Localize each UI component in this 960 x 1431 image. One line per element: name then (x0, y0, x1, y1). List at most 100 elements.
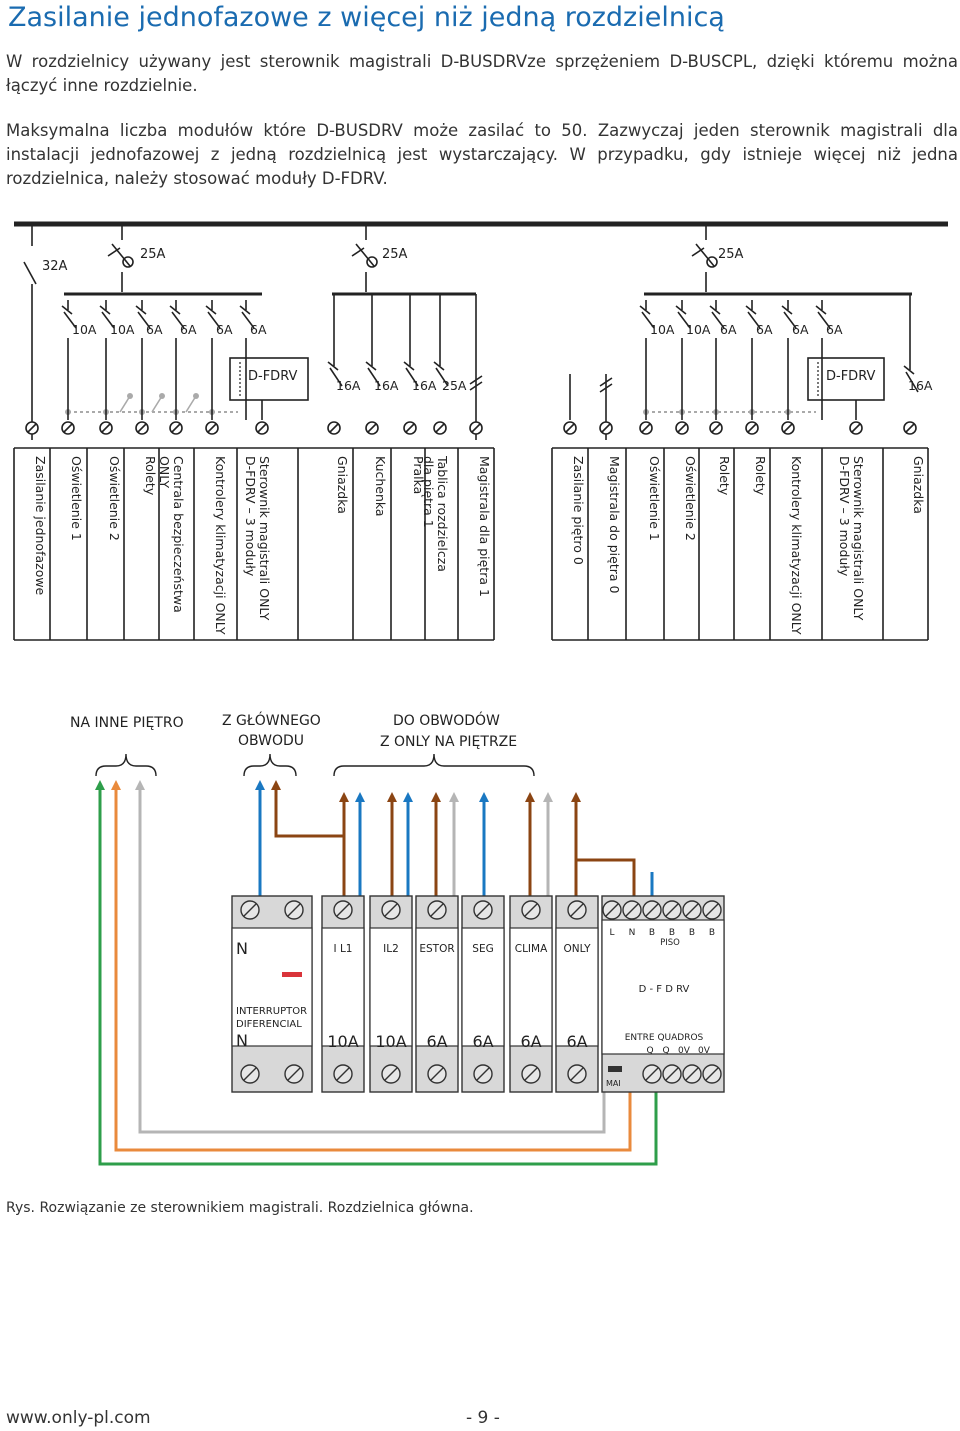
mcb-2: IL2 10A (369, 895, 413, 1093)
label-other-floors: NA INNE PIĘTRO (70, 715, 184, 731)
svg-text:N: N (236, 939, 248, 958)
right-sub-breaker-3: 6A (720, 322, 737, 337)
svg-text:ONLY: ONLY (564, 943, 592, 955)
right-sub-breaker-5: 6A (792, 322, 809, 337)
left-circuit-7: Sterownik magistrali ONLYD-FDRV – 3 modu… (243, 456, 272, 621)
left-terminal-12 (469, 421, 483, 435)
right-terminal-9 (903, 421, 917, 435)
svg-text:IL2: IL2 (383, 943, 399, 955)
svg-text:DIFERENCIAL: DIFERENCIAL (236, 1019, 302, 1030)
left-circuit-12: Magistrala dla piętra 1 (477, 456, 492, 597)
svg-text:6A: 6A (472, 1032, 493, 1051)
panel-devices: N INTERRUPTOR DIFERENCIAL N I L1 10A IL2 10A EST… (95, 780, 725, 1166)
page-number: - 9 - (466, 1408, 500, 1428)
fdrv-L-wire (576, 858, 636, 900)
left-terminal-4 (135, 421, 149, 435)
svg-text:SEG: SEG (472, 943, 493, 955)
svg-text:L: L (609, 928, 614, 938)
svg-text:10A: 10A (327, 1032, 358, 1051)
svg-text:PISO: PISO (660, 938, 680, 948)
right-circuit-3: Oświetlenie 1 (647, 456, 662, 541)
left-circuit-5: Centrala bezpieczeństwaONLY (157, 456, 186, 613)
mid-breaker-3: 16A (412, 378, 437, 393)
svg-text:10A: 10A (375, 1032, 406, 1051)
left-sub-breaker-1: 10A (72, 322, 97, 337)
figure-caption: Rys. Rozwiązanie ze sterownikiem magistr… (6, 1200, 474, 1216)
svg-text:6A: 6A (426, 1032, 447, 1051)
page-title: Zasilanie jednofazowe z więcej niż jedną… (8, 2, 725, 33)
left-circuit-10: Pralka (411, 456, 426, 494)
modules-paragraph: Maksymalna liczba modułów które D-BUSDRV… (6, 121, 958, 188)
svg-text:Q: Q (662, 1046, 669, 1056)
grey-wire (138, 788, 606, 1134)
right-terminal-2 (599, 421, 613, 435)
right-terminal-3 (639, 421, 653, 435)
svg-text:CLIMA: CLIMA (515, 943, 548, 955)
left-terminal-5 (169, 421, 183, 435)
right-circuit-7: Kontrolery klimatyzacji ONLY (789, 456, 804, 635)
svg-text:B: B (689, 928, 695, 938)
mcb-5: CLIMA 6A (509, 895, 553, 1093)
green-wire (98, 788, 658, 1166)
left-circuit-2: Oświetlenie 1 (69, 456, 84, 541)
intro-paragraph: W rozdzielnicy używany jest sterownik ma… (6, 52, 958, 95)
mid-breaker-2: 16A (374, 378, 399, 393)
orange-wire (114, 788, 632, 1152)
right-terminal-8 (849, 421, 863, 435)
right-terminal-6 (745, 421, 759, 435)
svg-text:6A: 6A (566, 1032, 587, 1051)
right-terminal-5 (709, 421, 723, 435)
svg-text:N: N (629, 928, 636, 938)
left-circuit-6: Kontrolery klimatyzacji ONLY (213, 456, 228, 635)
svg-text:0V: 0V (678, 1046, 691, 1056)
right-sub-breaker-4: 6A (756, 322, 773, 337)
footer-url[interactable]: www.only-pl.com (6, 1408, 151, 1428)
svg-text:6A: 6A (520, 1032, 541, 1051)
main-breaker-label: 32A (42, 259, 68, 274)
svg-text:B: B (669, 928, 675, 938)
right-circuit-4: Oświetlenie 2 (683, 456, 698, 541)
main-brown-wire (274, 788, 346, 900)
svg-text:B: B (709, 928, 715, 938)
svg-text:B: B (649, 928, 655, 938)
right-terminal-4 (675, 421, 689, 435)
left-terminal-9 (365, 421, 379, 435)
left-circuit-11: Tablica rozdzielczadla piętra 1 (421, 455, 450, 572)
panel-wiring-diagram: NA INNE PIĘTRO Z GŁÓWNEGO OBWODU DO OBWO… (70, 711, 535, 777)
right-circuit-6: Rolety (753, 456, 768, 496)
left-circuit-9: Kuchenka (373, 456, 388, 517)
right-sub-breaker-6: 6A (826, 322, 843, 337)
svg-text:ENTRE QUADROS: ENTRE QUADROS (625, 1033, 704, 1043)
left-sub-breaker-2: 10A (110, 322, 135, 337)
right-last-breaker: 16A (908, 378, 933, 393)
right-circuit-5: Rolety (717, 456, 732, 496)
svg-text:Q: Q (646, 1046, 653, 1056)
right-terminal-1 (563, 421, 577, 435)
left-circuit-8: Gniazdka (335, 456, 350, 514)
left-fdrv-module: D-FDRV (248, 369, 298, 384)
left-terminal-6 (205, 421, 219, 435)
svg-text:D - F D RV: D - F D RV (639, 984, 690, 995)
label-main-circuit-1: Z GŁÓWNEGO (222, 711, 321, 729)
right-fdrv-module: D-FDRV (826, 369, 876, 384)
svg-text:INTERRUPTOR: INTERRUPTOR (236, 1006, 307, 1017)
mcb-1: I L1 10A (321, 895, 365, 1093)
left-circuit-1: Zasilanie jednofazowe (33, 456, 48, 596)
mid-breaker-1: 16A (336, 378, 361, 393)
left-terminal-8 (327, 421, 341, 435)
right-sub-breaker-1: 10A (650, 322, 675, 337)
left-terminal-3 (99, 421, 113, 435)
left-circuit-4: Rolety (143, 456, 158, 496)
svg-text:I L1: I L1 (334, 943, 353, 955)
right-circuit-9: Gniazdka (911, 456, 926, 514)
right-circuit-2: Magistrala do piętra 0 (607, 456, 622, 593)
left-terminal-7 (255, 421, 269, 435)
label-main-circuit-2: OBWODU (238, 733, 304, 749)
left-sub-breaker-3: 6A (146, 322, 163, 337)
left-terminal-10 (403, 421, 417, 435)
group-breaker-3-label: 25A (718, 247, 744, 262)
